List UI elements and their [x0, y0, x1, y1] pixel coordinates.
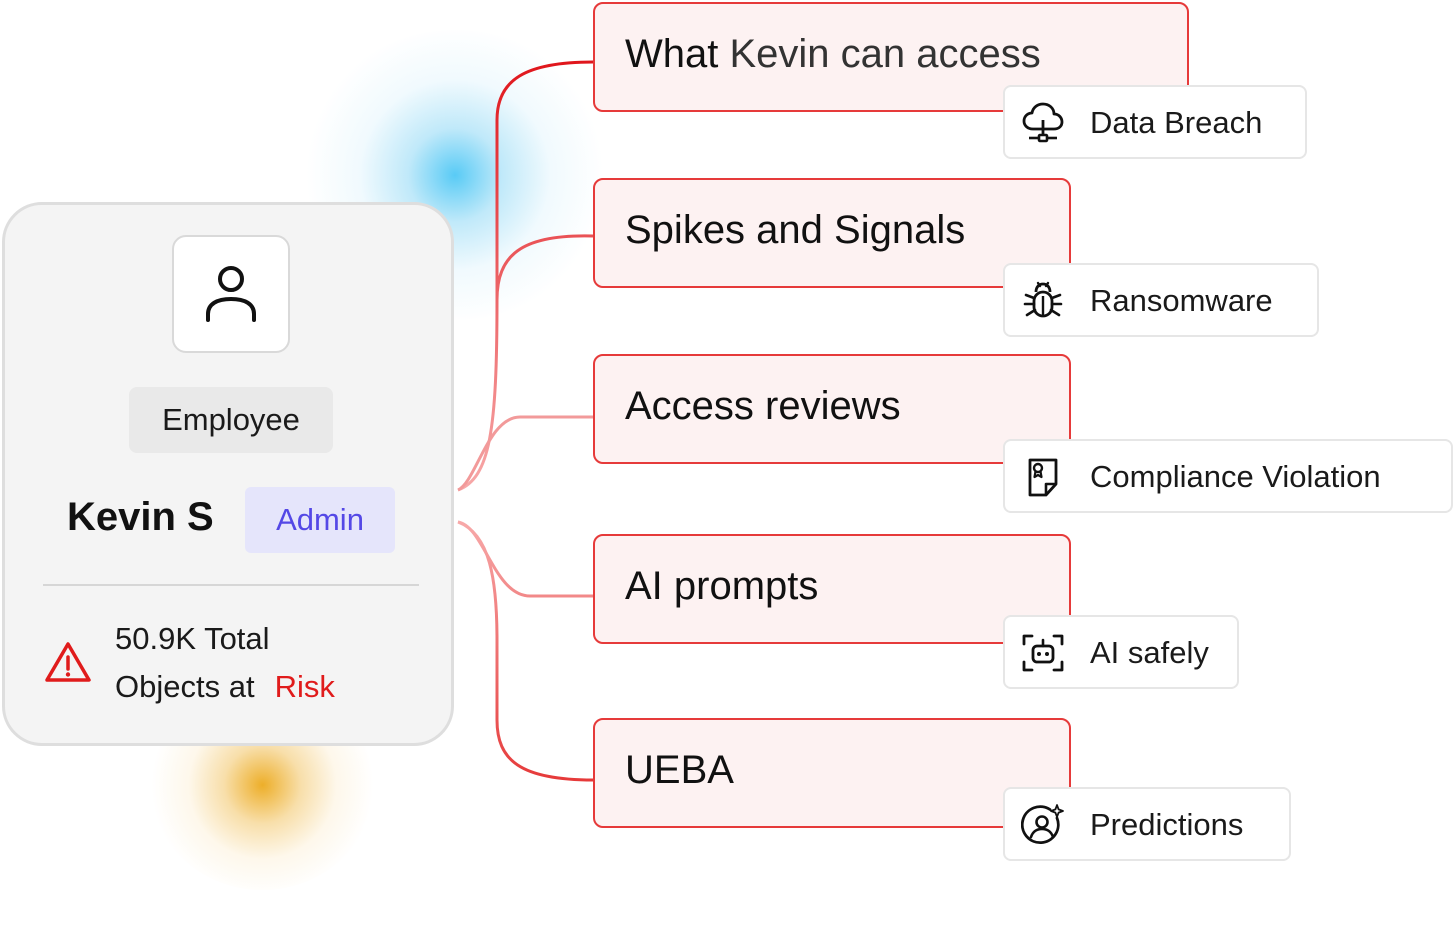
risk-tag-label: Ransomware [1090, 283, 1273, 318]
topic-label: UEBA [625, 748, 734, 793]
warning-icon [45, 642, 91, 682]
topic-label: Access reviews [625, 384, 901, 429]
topic-access-reviews[interactable]: Access reviews [593, 354, 1071, 464]
employee-profile-card[interactable]: Employee Kevin S Admin 50.9K Total Objec… [2, 202, 454, 746]
topic-label-strong: Access reviews [625, 384, 901, 428]
connector-ai-prompts [457, 520, 593, 598]
admin-badge: Admin [245, 487, 395, 553]
risk-tag-ransomware[interactable]: Ransomware [1003, 263, 1319, 337]
document-badge-icon [1028, 458, 1058, 497]
topic-label: Spikes and Signals [625, 208, 965, 253]
user-name: Kevin S [67, 495, 214, 539]
risk-tag-compliance-violation[interactable]: Compliance Violation [1003, 439, 1453, 513]
topic-label-strong: What [625, 32, 719, 76]
risk-tag-label: Data Breach [1090, 105, 1263, 140]
divider [43, 584, 419, 586]
connector-ueba [457, 520, 594, 782]
avatar [172, 235, 290, 353]
risk-tag-label: AI safely [1090, 635, 1209, 670]
topic-label: AI prompts [625, 564, 818, 609]
risk-tag-label: Compliance Violation [1090, 459, 1381, 494]
user-icon [206, 266, 256, 322]
risk-tag-predictions[interactable]: Predictions [1003, 787, 1291, 861]
risk-tag-ai-safely[interactable]: AI safely [1003, 615, 1239, 689]
cloud-network-icon [1022, 102, 1064, 143]
topic-spikes-and-signals[interactable]: Spikes and Signals [593, 178, 1071, 288]
topic-label-strong: AI prompts [625, 564, 819, 608]
topic-label-strong: UEBA [625, 748, 734, 792]
risk-tag-label: Predictions [1090, 807, 1244, 842]
user-sparkle-icon [1021, 804, 1064, 845]
topic-label-rest: Kevin can access [718, 32, 1041, 76]
topic-ai-prompts[interactable]: AI prompts [593, 534, 1071, 644]
risk-count-text: 50.9K Total [115, 621, 270, 656]
connector-what-kevin-can-access [457, 60, 594, 492]
topic-label-strong: Spikes and Signals [625, 208, 966, 252]
risk-objects-label: Objects at [115, 669, 255, 704]
robot-scan-icon [1022, 634, 1064, 672]
topic-label: What Kevin can access [625, 32, 1041, 77]
risk-tag-data-breach[interactable]: Data Breach [1003, 85, 1307, 159]
bug-icon [1023, 281, 1063, 318]
topic-ueba[interactable]: UEBA [593, 718, 1071, 828]
connector-spikes-and-signals [495, 234, 594, 301]
risk-objects-text: Objects at Risk [115, 669, 335, 705]
risk-word: Risk [274, 669, 335, 704]
connector-access-reviews [457, 415, 593, 492]
role-chip: Employee [129, 387, 333, 453]
